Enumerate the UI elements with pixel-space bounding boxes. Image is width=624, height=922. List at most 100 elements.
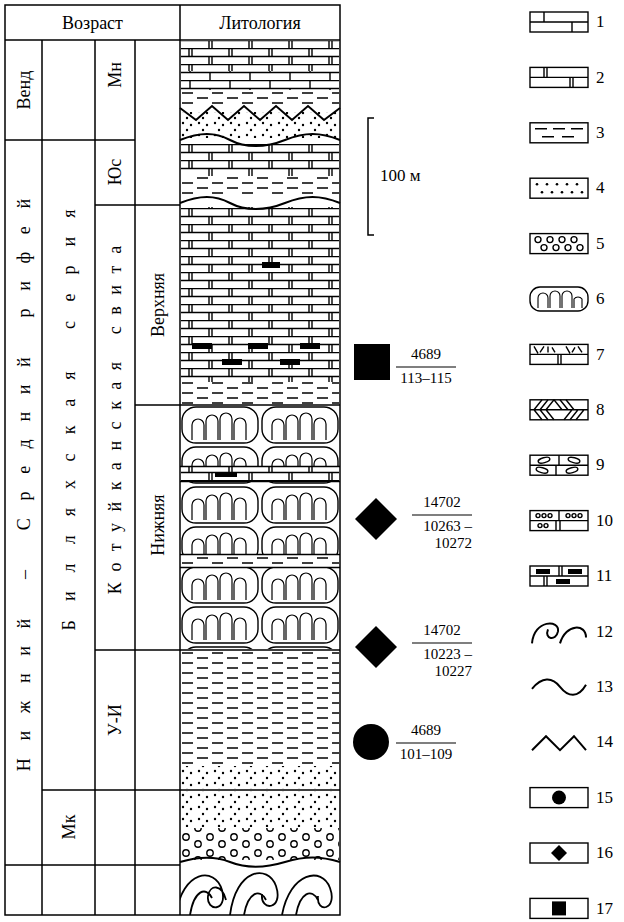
fraction-bars — [396, 367, 472, 743]
legend-number: 2 — [596, 68, 605, 88]
age-cell: У-И — [95, 650, 135, 790]
stromatolite-swatch — [530, 287, 588, 311]
wavy-boundary — [180, 858, 340, 867]
stromatolite-layer — [181, 482, 339, 554]
unit-name: Билляхская серия — [60, 190, 78, 649]
legend-number: 11 — [596, 566, 612, 586]
sample-circle — [353, 724, 389, 760]
dolomite-swatch — [530, 67, 588, 87]
stromatolite-layer — [181, 568, 339, 649]
layer-line — [180, 404, 340, 406]
legend-number: 8 — [596, 400, 605, 420]
sandstone-swatch — [530, 178, 588, 198]
legend-number: 1 — [596, 12, 605, 32]
limestone-layer — [181, 71, 339, 90]
layer-line — [180, 467, 340, 651]
unit-name: Верхняя — [149, 273, 167, 337]
scale-bracket — [368, 118, 374, 235]
shale-swatch — [530, 123, 588, 143]
unit-name: Мк — [60, 815, 78, 840]
age-cell: Котуйканская свита — [95, 205, 135, 650]
legend-number: 16 — [596, 843, 613, 863]
conglomerate-layer — [181, 828, 339, 860]
grid-lines — [5, 140, 180, 865]
conglomerate-swatch — [530, 234, 588, 254]
header-cell: Возраст — [5, 5, 180, 40]
sample-interval: 101–109 — [396, 746, 456, 763]
column-heading: Литология — [219, 14, 301, 32]
legend-number: 12 — [596, 622, 613, 642]
unit-name: Нижняя — [149, 494, 167, 555]
fold-swatch — [532, 624, 586, 644]
age-cell: Мк — [42, 790, 95, 865]
dolomite-layer — [181, 41, 339, 71]
legend-number: 7 — [596, 345, 605, 365]
chert-bars — [192, 262, 320, 365]
sandstone-layer — [181, 791, 339, 827]
table-grid — [5, 5, 340, 915]
legend-number: 14 — [596, 732, 613, 752]
sample-number: 4689 — [396, 722, 456, 739]
siltstone-layer — [181, 766, 339, 789]
unit-name: Нижний – Средний рифей — [15, 181, 33, 789]
age-cell: Верхняя — [135, 205, 180, 405]
scale-label: 100 м — [380, 166, 421, 186]
age-cell: Мн — [95, 40, 135, 140]
legend-number: 10 — [596, 511, 613, 531]
zigzag-boundary — [180, 106, 340, 120]
age-cell: Венд — [5, 40, 42, 140]
age-cell: Юс — [95, 140, 135, 205]
unit-name: Мн — [106, 62, 124, 88]
age-cell: Нижний – Средний рифей — [5, 140, 42, 865]
folded-basement — [180, 873, 332, 915]
shale-layer — [181, 555, 339, 567]
age-cell: Билляхская серия — [42, 140, 95, 790]
stromatolite-layer — [181, 406, 339, 466]
dolomite-layer — [181, 207, 339, 382]
legend-number: 3 — [596, 123, 605, 143]
legend-number: 13 — [596, 677, 613, 697]
square-symbol-swatch — [530, 898, 588, 918]
shale-layer — [181, 177, 339, 197]
sample-interval: 10263 –10272 — [414, 518, 472, 553]
unit-name: У-И — [106, 704, 124, 736]
sample-interval: 10223 –10227 — [414, 646, 472, 681]
sample-number: 4689 — [396, 346, 456, 363]
chert-swatch — [530, 566, 588, 586]
oolite-swatch — [530, 455, 588, 475]
unit-name: Венд — [15, 71, 33, 110]
dolomite-layer — [181, 144, 339, 176]
column-heading: Возраст — [62, 14, 123, 32]
zigzag-line-swatch — [532, 736, 586, 750]
unit-name: Юс — [106, 159, 124, 186]
limestone-swatch — [530, 12, 588, 32]
chert-bar — [215, 472, 237, 477]
table-frame — [5, 5, 340, 915]
diamond-symbol-swatch — [530, 843, 588, 863]
grid-lines — [5, 5, 340, 915]
algal-swatch — [530, 344, 588, 364]
age-cell: Нижняя — [135, 405, 180, 650]
sample-interval: 113–115 — [396, 370, 456, 387]
shale-layer — [181, 90, 339, 104]
cross-bedding-swatch — [530, 400, 588, 420]
circle-symbol-swatch — [530, 788, 588, 808]
dolomite-layer — [181, 467, 339, 481]
legend-number: 6 — [596, 289, 605, 309]
lithology-column — [176, 41, 340, 915]
legend-swatches — [530, 12, 588, 918]
shale-layer — [181, 382, 339, 404]
layer-line — [180, 789, 340, 791]
pisolite-swatch — [530, 511, 588, 531]
unit-name: Котуйканская свита — [106, 234, 124, 605]
sample-square — [354, 344, 390, 380]
sample-diamond — [355, 626, 397, 668]
shale-layer — [181, 651, 339, 766]
legend-number: 4 — [596, 178, 605, 198]
sample-number: 14702 — [412, 494, 472, 511]
legend-number: 9 — [596, 455, 605, 475]
sample-number: 14702 — [412, 622, 472, 639]
legend-number: 15 — [596, 788, 613, 808]
